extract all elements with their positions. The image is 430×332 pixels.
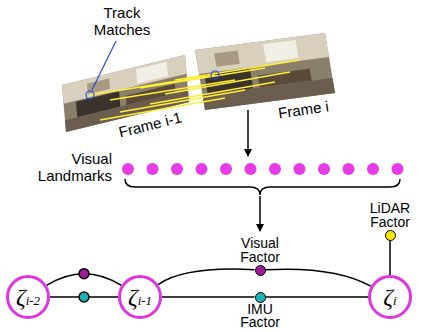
text-label: Visual Landmarks: [12, 150, 112, 184]
flow-arrow: [247, 110, 249, 156]
factor-node: IMU Factor: [255, 292, 266, 303]
factor-edge: [162, 296, 255, 298]
leader-line: [92, 41, 116, 90]
factor-dot: [79, 269, 89, 279]
text-label: Frame i-1: [117, 108, 183, 140]
pose-node: ζi-1: [118, 275, 162, 319]
pose-node: ζi: [368, 275, 412, 319]
text-label: Track Matches: [82, 4, 162, 38]
pose-label: ζi: [383, 285, 396, 309]
landmark-dots: [122, 163, 404, 175]
factor-edge: [389, 241, 391, 276]
factor-dot: [79, 292, 89, 302]
factor-edge: [158, 269, 254, 284]
factor-edge: [266, 296, 369, 298]
pose-node: ζi-2: [6, 275, 50, 319]
pose-label: ζi-1: [128, 285, 152, 309]
factor-node: LiDAR Factor: [385, 230, 396, 241]
flow-arrow: [259, 196, 261, 231]
factor-label: LiDAR Factor: [358, 201, 422, 229]
factor-node: Visual Factor: [255, 265, 266, 276]
text-label: Frame i: [277, 97, 330, 121]
match-lines: [90, 60, 300, 120]
factor-edge: [265, 269, 370, 286]
pose-label: ζi-2: [16, 285, 40, 309]
factor-label: Visual Factor: [228, 236, 292, 264]
factor-label: IMU Factor: [228, 303, 292, 329]
match-marker: [86, 91, 94, 99]
brace: [125, 179, 400, 195]
match-marker: [211, 71, 219, 79]
